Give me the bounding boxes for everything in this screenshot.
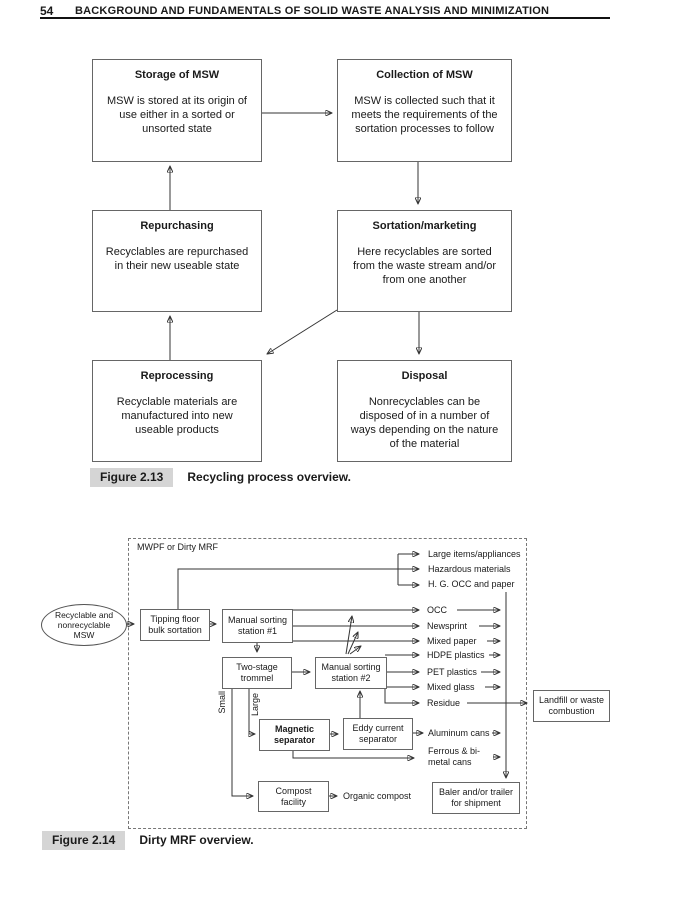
output-hdpe: HDPE plastics bbox=[427, 650, 485, 660]
landfill-label: Landfill or waste combustion bbox=[538, 695, 605, 716]
arrow-small-to-compost bbox=[231, 687, 253, 796]
output-hg-occ: H. G. OCC and paper bbox=[428, 579, 515, 589]
reprocessing-box: Reprocessing Recyclable materials are ma… bbox=[92, 360, 262, 462]
figure-2-13-caption: Figure 2.13 Recycling process overview. bbox=[90, 468, 351, 487]
collection-title: Collection of MSW bbox=[376, 69, 473, 81]
reprocessing-body: Recyclable materials are manufactured in… bbox=[116, 396, 238, 437]
output-residue: Residue bbox=[427, 698, 461, 708]
collection-box: Collection of MSW MSW is collected such … bbox=[337, 59, 512, 162]
storage-box: Storage of MSW MSW is stored at its orig… bbox=[92, 59, 262, 162]
tipping-floor-box: Tipping floor bulk sortation bbox=[140, 609, 210, 641]
page-number: 54 bbox=[40, 4, 54, 18]
output-organic-compost: Organic compost bbox=[343, 791, 412, 801]
magnetic-separator-label: Magnetic separator bbox=[273, 724, 316, 745]
sortation-box: Sortation/marketing Here recyclables are… bbox=[337, 210, 512, 312]
repurchasing-body: Recyclables are repurchased in their new… bbox=[105, 246, 249, 273]
sortation-title: Sortation/marketing bbox=[372, 220, 477, 232]
mrf-facility-boundary bbox=[128, 538, 527, 829]
arrow-tipping-to-hazardous bbox=[177, 569, 419, 609]
output-occ: OCC bbox=[427, 605, 447, 615]
arrow-magnetic-to-ferrous bbox=[292, 749, 414, 758]
compost-facility-label: Compost facility bbox=[275, 785, 312, 807]
output-mixed-paper: Mixed paper bbox=[427, 636, 477, 646]
two-stage-trommel-label: Two-stage trommel bbox=[236, 662, 278, 683]
arrow-station2-to-residue bbox=[384, 687, 419, 703]
storage-title: Storage of MSW bbox=[134, 69, 220, 81]
compost-facility-box: Compost facility bbox=[258, 781, 329, 812]
disposal-body: Nonrecyclables can be disposed of in a n… bbox=[350, 396, 499, 451]
output-large-items: Large items/appliances bbox=[428, 549, 521, 559]
trommel-large-label: Large bbox=[250, 693, 260, 717]
mrf-facility-label: MWPF or Dirty MRF bbox=[137, 542, 218, 552]
arrow-large-to-magnetic bbox=[248, 687, 255, 734]
figure-2-14-caption-label: Figure 2.14 bbox=[42, 831, 126, 850]
arrow-station2-to-mixed-paper-line bbox=[349, 646, 361, 655]
collection-body: MSW is collected such that it meets the … bbox=[351, 95, 498, 136]
manual-sorting-2-box: Manual sorting station #2 bbox=[315, 657, 387, 689]
manual-sorting-1-box: Manual sorting station #1 bbox=[222, 609, 293, 643]
magnetic-separator-box: Magnetic separator bbox=[259, 719, 330, 751]
disposal-title: Disposal bbox=[401, 370, 448, 382]
figure-2-14-connectors bbox=[124, 554, 527, 796]
figure-2-13-caption-text: Recycling process overview. bbox=[187, 470, 351, 484]
manual-sorting-1-label: Manual sorting station #1 bbox=[227, 615, 288, 636]
figure-2-13-connectors bbox=[170, 113, 419, 360]
eddy-current-separator-box: Eddy current separator bbox=[343, 718, 413, 750]
figure-2-14-caption-text: Dirty MRF overview. bbox=[139, 833, 254, 847]
landfill-box: Landfill or waste combustion bbox=[533, 690, 610, 722]
output-pet: PET plastics bbox=[427, 667, 477, 677]
output-aluminum: Aluminum cans bbox=[428, 728, 490, 738]
output-newsprint: Newsprint bbox=[427, 621, 468, 631]
reprocessing-title: Reprocessing bbox=[140, 370, 214, 382]
arrow-station2-to-occ-line bbox=[345, 616, 352, 655]
repurchasing-title: Repurchasing bbox=[140, 220, 214, 232]
arrow-station2-to-newsprint-line bbox=[347, 632, 358, 655]
msw-source-label: Recyclable and nonrecyclable MSW bbox=[54, 609, 114, 640]
figure-2-14-caption: Figure 2.14 Dirty MRF overview. bbox=[42, 831, 254, 850]
baler-box: Baler and/or trailer for shipment bbox=[432, 782, 520, 814]
repurchasing-box: Repurchasing Recyclables are repurchased… bbox=[92, 210, 262, 312]
disposal-box: Disposal Nonrecyclables can be disposed … bbox=[337, 360, 512, 462]
output-mixed-glass: Mixed glass bbox=[427, 682, 475, 692]
running-header-title: BACKGROUND AND FUNDAMENTALS OF SOLID WAS… bbox=[75, 5, 550, 17]
msw-source-ellipse: Recyclable and nonrecyclable MSW bbox=[41, 604, 127, 646]
eddy-current-separator-label: Eddy current separator bbox=[352, 723, 404, 744]
output-ferrous: Ferrous & bi-metal cans bbox=[428, 746, 481, 767]
baler-label: Baler and/or trailer for shipment bbox=[438, 787, 514, 808]
trommel-small-label: Small bbox=[217, 691, 227, 714]
storage-body: MSW is stored at its origin of use eithe… bbox=[107, 95, 247, 136]
manual-sorting-2-label: Manual sorting station #2 bbox=[321, 662, 381, 683]
tipping-floor-label: Tipping floor bulk sortation bbox=[148, 614, 202, 635]
output-hazardous: Hazardous materials bbox=[428, 564, 511, 574]
figure-2-13-caption-label: Figure 2.13 bbox=[90, 468, 174, 487]
header-rule bbox=[40, 17, 610, 19]
arrow-sortation-to-reprocessing bbox=[267, 309, 338, 354]
sortation-body: Here recyclables are sorted from the was… bbox=[352, 246, 497, 287]
two-stage-trommel-box: Two-stage trommel bbox=[222, 657, 292, 689]
